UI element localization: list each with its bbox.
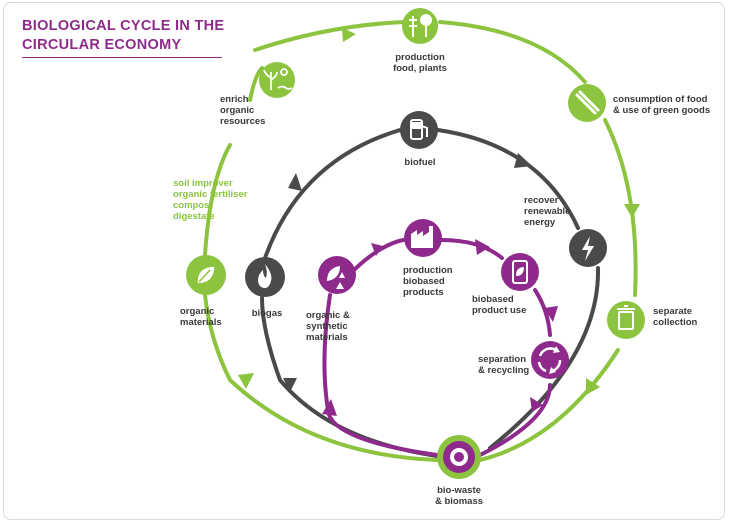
label-consumption: consumption of food & use of green goods	[613, 94, 711, 116]
arrow-to-phone	[475, 239, 490, 255]
arrow-to-biogas	[288, 173, 302, 191]
node-bio-waste	[437, 435, 481, 479]
utensils-icon	[575, 90, 600, 115]
node-separate-collection	[607, 301, 645, 339]
arrow-to-biowaste	[586, 378, 600, 395]
node-production-food	[402, 8, 438, 44]
leaf-icon	[196, 265, 216, 285]
label-enrich: enrich organic resources	[220, 94, 266, 127]
label-separate-collection: separate collection	[653, 306, 698, 328]
label-biobased-use: biobased product use	[472, 294, 527, 316]
label-organic-materials: organic materials	[180, 306, 222, 328]
plant-sun-icon	[263, 68, 293, 90]
fuel-pump-icon	[410, 119, 428, 140]
label-biofuel: biofuel	[404, 157, 436, 168]
label-soil-improver: soil improver organic fertiliser compost…	[173, 178, 248, 222]
arrow-to-energy	[514, 153, 532, 168]
node-recover-energy	[569, 229, 607, 267]
arrow-to-factory	[371, 243, 383, 256]
label-biogas: biogas	[251, 308, 283, 319]
label-organic-synthetic: organic & synthetic materials	[306, 310, 350, 343]
node-organic-materials	[186, 255, 226, 295]
node-biobased-use	[501, 253, 539, 291]
arrow-to-production	[342, 28, 356, 42]
title-line-1: BIOLOGICAL CYCLE IN THE	[22, 18, 225, 34]
node-consumption	[568, 84, 606, 122]
title-line-2: CIRCULAR ECONOMY	[22, 37, 182, 53]
factory-icon	[411, 226, 433, 248]
arrow-down-right	[530, 397, 543, 412]
node-organic-synthetic	[318, 256, 356, 294]
flame-icon	[258, 264, 272, 288]
title-underline	[22, 57, 222, 58]
arrow-to-recycling	[544, 306, 558, 322]
sprout-icon	[327, 266, 345, 289]
arrow-up-left	[322, 399, 337, 416]
node-separation	[531, 341, 569, 379]
label-production-food: production food, plants	[393, 52, 447, 74]
arrow-from-biogas	[283, 378, 297, 392]
label-separation: separation & recycling	[478, 354, 530, 376]
node-biogas	[245, 257, 285, 297]
label-bio-waste: bio-waste & biomass	[434, 485, 484, 507]
arrow-to-organic	[238, 373, 254, 389]
gray-arrowheads	[283, 153, 532, 392]
wheat-tree-icon	[409, 14, 432, 37]
outer-green-cycle	[203, 20, 638, 462]
arrow-to-collection	[624, 204, 640, 218]
label-production-biobased: production biobased products	[403, 265, 453, 298]
label-recover-energy: recover renewable energy	[524, 195, 571, 228]
node-biofuel	[400, 111, 438, 149]
dot-icon	[454, 452, 464, 462]
purple-arrowheads	[322, 239, 558, 416]
green-arrowheads	[238, 28, 640, 395]
lightning-icon	[582, 236, 594, 261]
phone-icon	[512, 260, 528, 284]
node-enrich	[259, 62, 295, 98]
node-production-biobased	[404, 219, 442, 257]
bin-icon	[617, 305, 635, 330]
